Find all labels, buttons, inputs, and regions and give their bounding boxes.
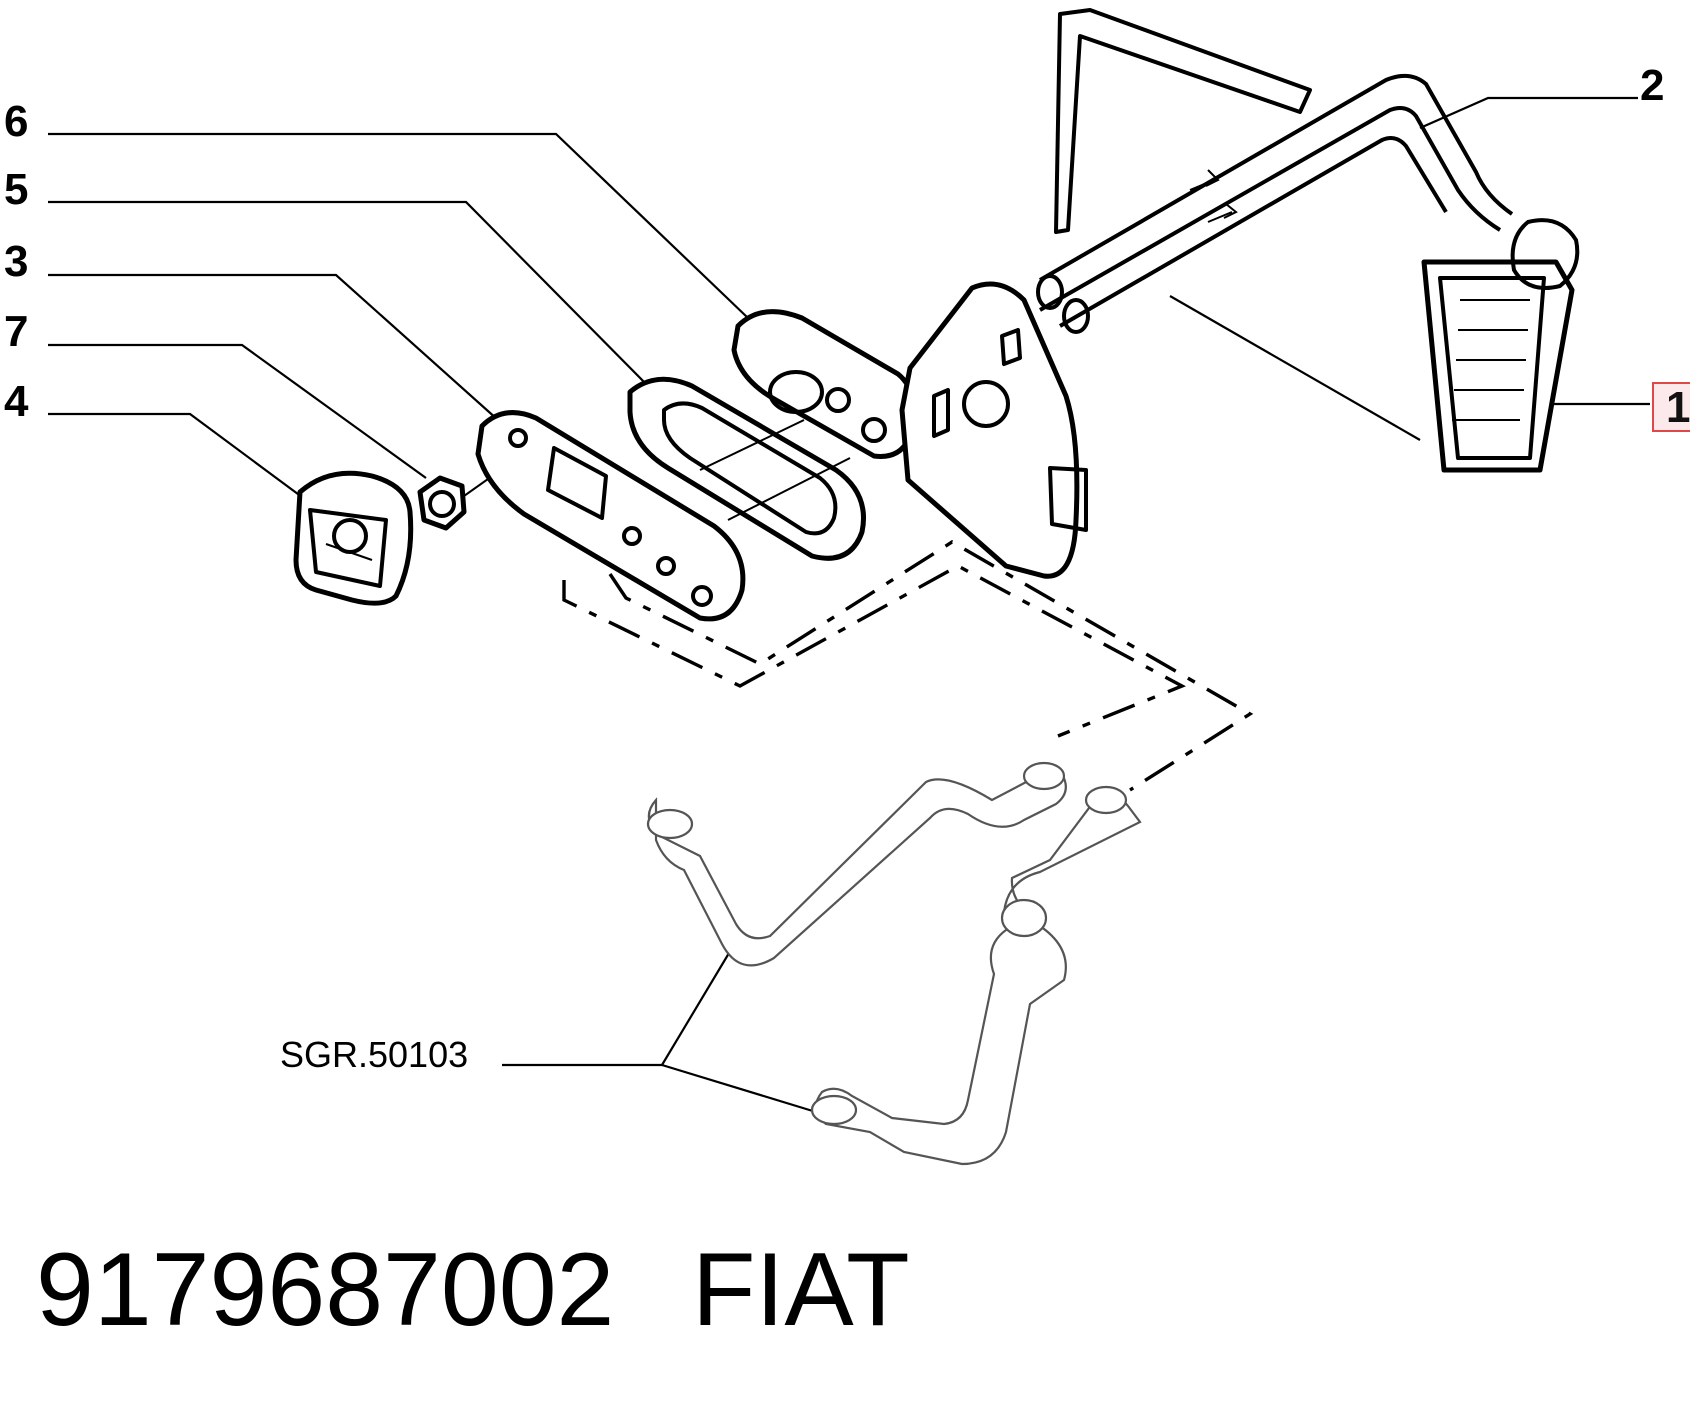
- leader-lines: [48, 96, 1650, 1114]
- heater-core-part-1: [1054, 8, 1580, 473]
- part-number: 9179687002: [36, 1232, 615, 1348]
- callout-7: 7: [4, 307, 29, 356]
- cap-part-4: [293, 470, 414, 606]
- gasket-part-3: [475, 410, 746, 622]
- callout-6: 6: [4, 97, 29, 146]
- brand-name: FIAT: [692, 1232, 910, 1348]
- callout-4: 4: [4, 377, 29, 426]
- dashed-assembly-lines: [562, 540, 1254, 792]
- callout-3: 3: [4, 237, 29, 286]
- callout-2: 2: [1640, 61, 1665, 110]
- gasket-part-5: [627, 376, 866, 561]
- callout-1-highlighted[interactable]: 1: [1652, 382, 1690, 432]
- reference-label: SGR.50103: [280, 1034, 469, 1075]
- pipe-part-2: [1036, 73, 1514, 334]
- flange-bracket: [899, 281, 1088, 579]
- hose-assembly-sgr50103: [646, 761, 1142, 1166]
- callout-5: 5: [4, 165, 29, 214]
